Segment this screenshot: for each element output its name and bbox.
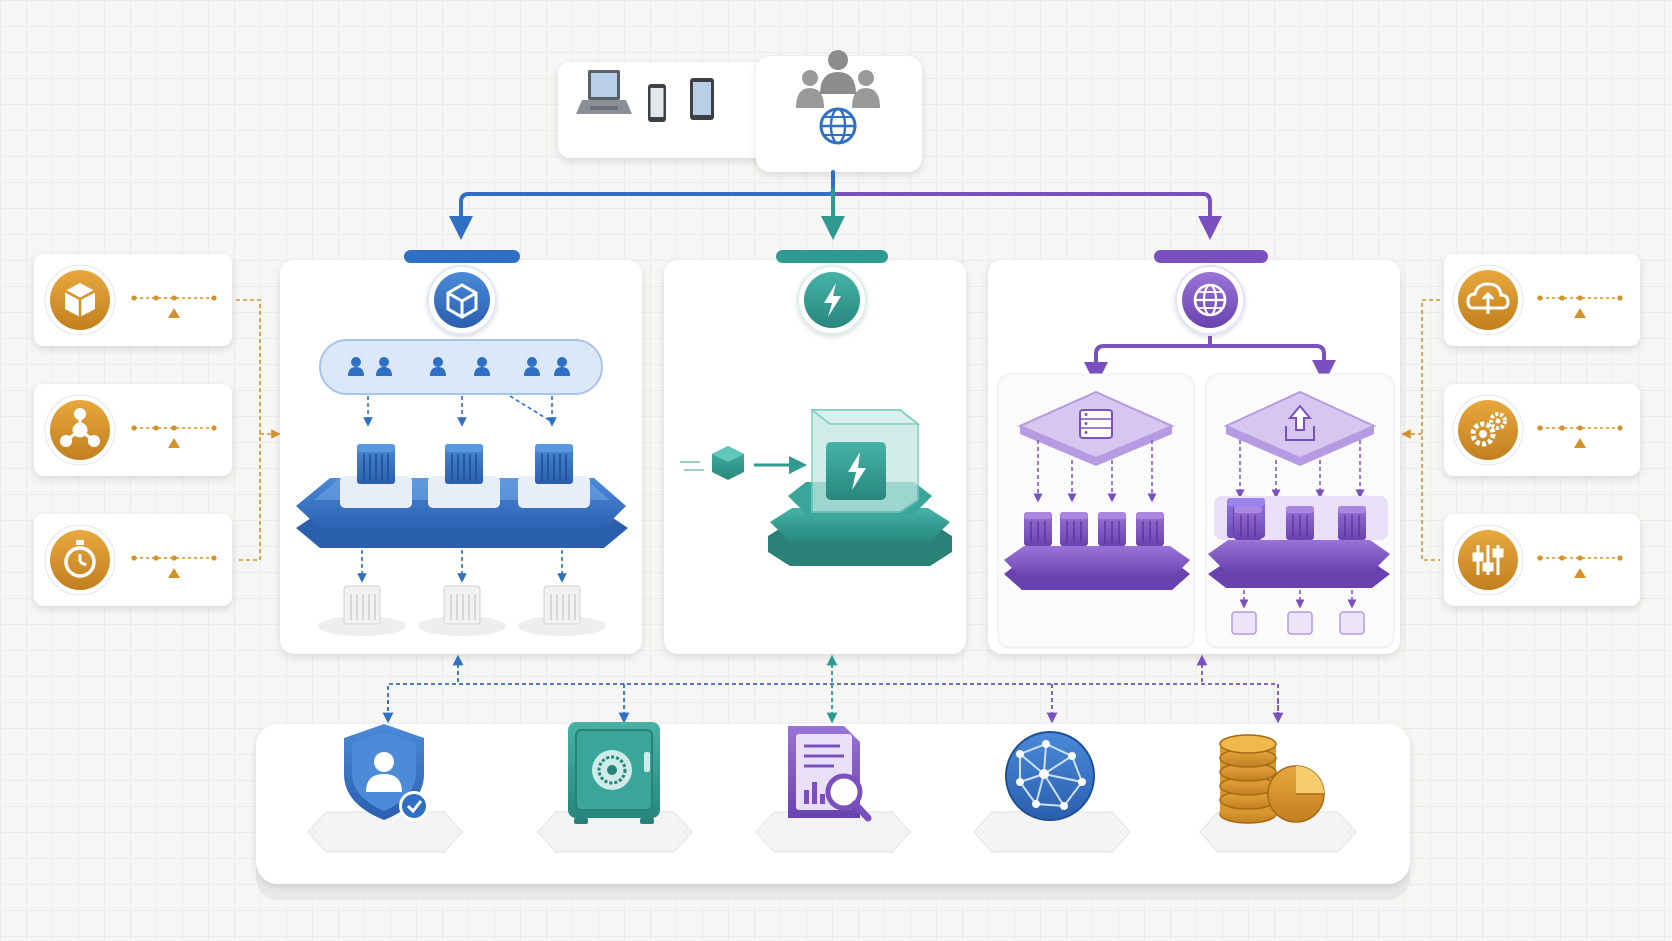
container-block — [1214, 496, 1388, 541]
laptop-icon — [576, 70, 632, 114]
replica-icons — [1231, 611, 1365, 635]
api-tier-subpanel[interactable] — [1205, 373, 1395, 649]
web-app-panel[interactable] — [988, 250, 1400, 654]
left-services — [34, 254, 276, 606]
sliders-icon — [1472, 545, 1504, 575]
right-services-connector — [1406, 299, 1440, 561]
left-service-card[interactable] — [34, 254, 232, 346]
stopwatch-icon — [64, 540, 96, 578]
web-tier-subpanel[interactable] — [997, 373, 1195, 649]
function-stack — [768, 409, 952, 566]
cloud-sync-icon — [1466, 282, 1510, 314]
scale-arrows — [357, 550, 567, 583]
cost-coins-icon[interactable] — [1219, 734, 1325, 824]
vault-safe-icon[interactable] — [568, 722, 660, 824]
package-icon — [64, 283, 96, 317]
server-rack-icon — [1079, 409, 1113, 439]
shared-services-connectors — [382, 654, 1284, 724]
distribution-connectors — [449, 170, 1222, 240]
log-search-icon[interactable] — [788, 726, 872, 822]
user-group-bar — [319, 339, 603, 395]
users-globe-icon — [796, 50, 880, 146]
event-trigger — [680, 446, 807, 480]
panel-accent-bar — [404, 250, 520, 263]
cube-icon — [427, 265, 497, 335]
right-service-card[interactable] — [1444, 254, 1640, 346]
lightning-icon — [797, 265, 867, 335]
left-service-card[interactable] — [34, 384, 232, 476]
panel-accent-bar — [1154, 250, 1268, 263]
globe-icon — [1175, 265, 1245, 335]
network-globe-icon[interactable] — [1005, 731, 1095, 821]
serverless-panel[interactable] — [664, 250, 966, 654]
left-services-connector — [236, 299, 276, 561]
container-panel[interactable] — [280, 250, 642, 654]
split-connector — [1094, 336, 1324, 372]
container-block — [340, 443, 590, 508]
panel-accent-bar — [776, 250, 888, 263]
right-service-card[interactable] — [1444, 514, 1640, 606]
gears-icon — [1470, 412, 1507, 447]
left-service-card[interactable] — [34, 514, 232, 606]
right-service-card[interactable] — [1444, 384, 1640, 476]
phone-icon — [648, 84, 666, 122]
tablet-icon — [690, 78, 714, 120]
clients-group — [558, 50, 922, 172]
ghost-container-block — [318, 585, 606, 636]
network-hub-icon — [60, 408, 100, 447]
right-services — [1406, 254, 1640, 606]
cluster-arrows — [363, 395, 557, 427]
identity-shield-icon[interactable] — [344, 724, 429, 821]
deploy-upload-icon — [1285, 404, 1315, 441]
